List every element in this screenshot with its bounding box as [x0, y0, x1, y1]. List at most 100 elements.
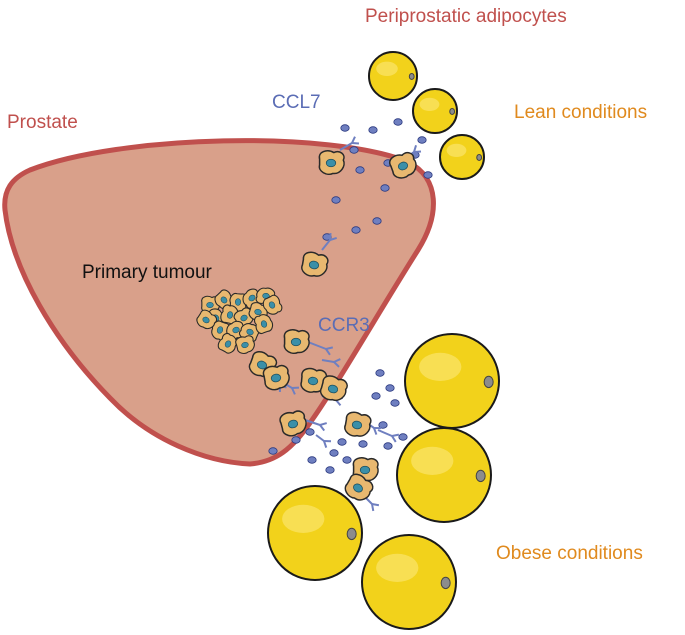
receptor-arm [329, 232, 332, 241]
cell-nucleus [268, 301, 276, 309]
adipocyte-nucleus [408, 72, 415, 80]
ccl7-chemokine-dot [358, 440, 368, 448]
receptor-arm [351, 136, 356, 144]
ccl7-chemokine-dot [390, 399, 400, 407]
cell-nucleus [256, 360, 268, 370]
cell-nucleus [226, 311, 234, 319]
ccl7-chemokine-dot [307, 456, 317, 464]
ccr3-receptor [315, 434, 332, 448]
ccl7-chemokine-dot [325, 466, 335, 474]
primary-tumour-label: Primary tumour [82, 262, 213, 283]
periprostatic-adipocytes-label: Periprostatic adipocytes [365, 6, 567, 27]
ccr3-receptor [321, 232, 337, 251]
tumour-cell [319, 375, 348, 401]
receptor-arm [391, 435, 397, 443]
ccl7-chemokine-dot [371, 392, 381, 400]
receptor-arm [325, 348, 331, 356]
adipocyte-cell [404, 333, 500, 429]
adipocyte-highlight [419, 352, 462, 381]
receptor-arm [291, 387, 296, 395]
tumour-cell [344, 411, 372, 437]
ccl7-chemokine-dot [378, 421, 388, 429]
adipocyte-cell [412, 88, 458, 134]
cell-nucleus [202, 316, 210, 324]
adipocyte-nucleus [483, 375, 494, 389]
receptor-arm [319, 422, 328, 426]
adipocyte-nucleus [449, 107, 456, 115]
ccl7-chemokine-dot [417, 136, 427, 144]
adipocyte-cell [439, 134, 485, 180]
tumour-cell [318, 150, 345, 176]
receptor-arm [373, 427, 378, 435]
adipocyte-nucleus [440, 576, 451, 590]
ccl7-chemokine-dot [340, 124, 350, 132]
ccr3-receptor [377, 429, 400, 443]
ccl7-chemokine-dot [305, 428, 315, 436]
ccl7-chemokine-dot [355, 166, 365, 174]
cell-nucleus [235, 298, 241, 306]
receptor-arm [413, 150, 422, 153]
receptor-arm [329, 237, 337, 241]
cell-nucleus [246, 328, 254, 336]
adipocyte-cell [267, 485, 363, 581]
receptor-stem [315, 434, 325, 442]
ccl7-chemokine-dot [372, 217, 382, 225]
receptor-arm [371, 503, 375, 512]
cell-nucleus [397, 161, 409, 171]
tumour-cell [196, 309, 218, 330]
adipocyte-highlight [376, 61, 398, 76]
receptor-stem [377, 429, 393, 437]
adipocyte-highlight [419, 97, 440, 111]
receptor-stem [321, 359, 335, 363]
cell-nucleus [287, 419, 299, 429]
cell-nucleus [220, 296, 228, 304]
cell-nucleus [241, 341, 249, 349]
cell-nucleus [206, 302, 214, 308]
ccr3-receptor [339, 136, 360, 151]
ccr3-receptor [304, 419, 328, 432]
cell-nucleus [260, 320, 268, 328]
cell-nucleus [240, 314, 248, 322]
receptor-stem [307, 341, 327, 350]
cell-nucleus [308, 260, 320, 270]
cell-nucleus [254, 308, 262, 316]
adipocyte-nucleus [475, 469, 486, 483]
receptor-stem [304, 419, 321, 426]
ccl7-chemokine-dot [331, 196, 341, 204]
adipocyte-highlight [411, 446, 454, 475]
adipocyte-highlight [446, 143, 467, 157]
ccl7-label: CCL7 [272, 92, 321, 113]
tumour-cell [389, 151, 417, 179]
cell-nucleus [232, 326, 240, 334]
cell-nucleus [327, 384, 339, 394]
cell-nucleus [224, 340, 232, 348]
tumour-cell [301, 251, 329, 277]
tumour-cell [300, 367, 328, 393]
ccl7-chemokine-dot [268, 447, 278, 455]
cell-nucleus [248, 294, 256, 302]
cell-nucleus [307, 376, 319, 386]
ccl7-chemokine-dot [398, 433, 408, 441]
adipocyte-cell [368, 51, 418, 101]
ccl7-chemokine-dot [393, 118, 403, 126]
adipocyte-highlight [282, 504, 325, 533]
adipocyte-nucleus [346, 527, 357, 541]
tumour-cell [214, 289, 235, 310]
receptor-arm [413, 145, 417, 153]
adipocyte-nucleus [476, 153, 483, 161]
cell-nucleus [351, 420, 363, 430]
ccl7-chemokine-dot [291, 436, 301, 444]
ccl7-chemokine-dot [383, 442, 393, 450]
receptor-arm [319, 424, 326, 432]
adipocyte-highlight [376, 553, 419, 583]
cell-nucleus [270, 373, 282, 383]
ccl7-chemokine-dot [380, 184, 390, 192]
receptor-arm [325, 346, 334, 350]
tumour-cell [235, 335, 255, 354]
ccr3-label: CCR3 [318, 315, 370, 336]
ccr3-receptor [307, 341, 334, 356]
receptor-arm [371, 503, 380, 507]
ccl7-chemokine-dot [423, 171, 433, 179]
